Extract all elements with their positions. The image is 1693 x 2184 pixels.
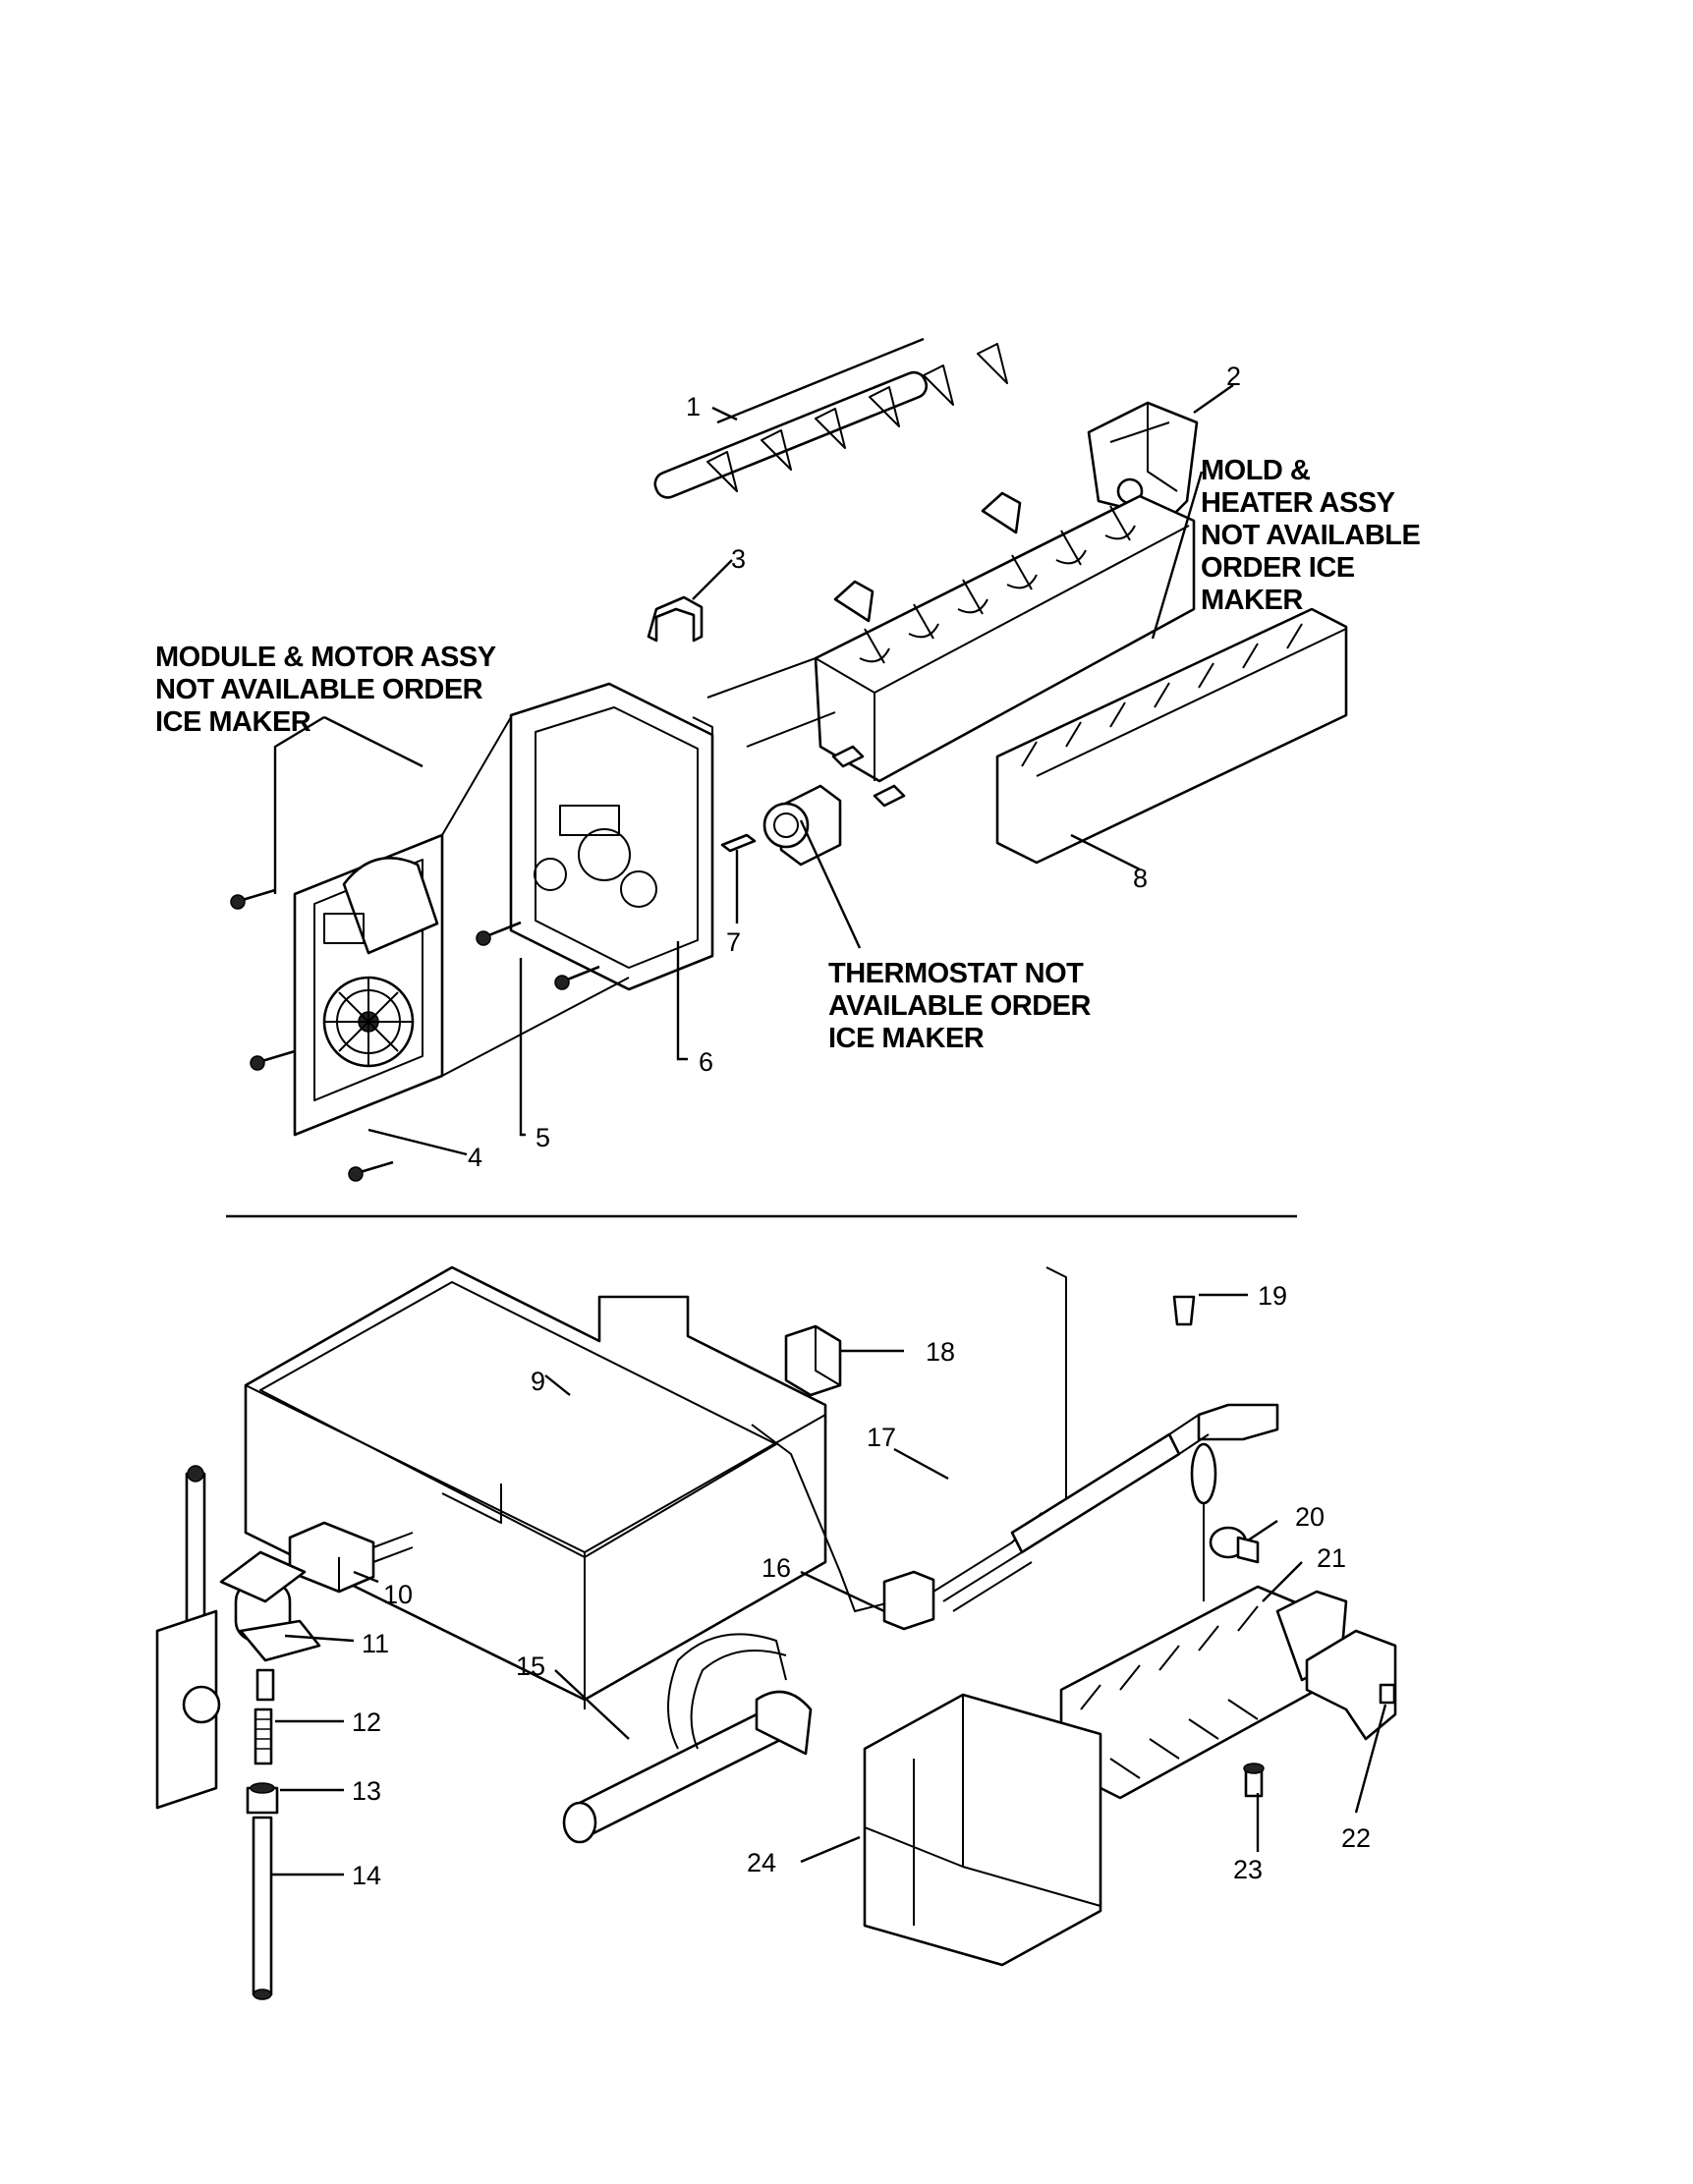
callout-4: 4 — [468, 1143, 482, 1172]
motor-plate-part — [293, 716, 630, 1137]
callout-16: 16 — [762, 1553, 791, 1583]
note-thermostat-line-3: ICE MAKER — [828, 1023, 985, 1054]
callout-14: 14 — [352, 1861, 381, 1890]
cover-part-24 — [863, 1693, 1102, 1967]
harness-part — [882, 1403, 1279, 1631]
note-mold-heater: MOLD & HEATER ASSY NOT AVAILABLE ORDER I… — [1201, 455, 1421, 616]
callout-3: 3 — [731, 544, 746, 574]
note-thermostat-line-1: THERMOSTAT NOT — [828, 958, 1084, 989]
note-module-line-1: MODULE & MOTOR ASSY — [155, 642, 496, 673]
callout-11: 11 — [362, 1629, 389, 1658]
fill-tube-part — [562, 1633, 813, 1844]
callout-13: 13 — [352, 1776, 381, 1806]
bushing-part — [720, 833, 757, 853]
screws-part-5 — [476, 921, 600, 990]
callout-15: 15 — [516, 1652, 545, 1681]
water-valve-part — [155, 1465, 321, 1810]
leader-lines-top — [273, 384, 1234, 1156]
callout-23: 23 — [1233, 1855, 1263, 1884]
strainer-part — [254, 1708, 273, 1765]
leader-lines-bottom — [270, 1293, 1387, 1876]
note-mold-line-2: HEATER ASSY — [1201, 487, 1395, 519]
note-mold-line-5: MAKER — [1201, 585, 1303, 616]
callout-8: 8 — [1133, 864, 1148, 893]
front-cover-part — [995, 607, 1348, 865]
callout-7: 7 — [726, 927, 741, 957]
thermostat-part — [762, 745, 906, 867]
callout-10: 10 — [383, 1580, 413, 1609]
wire-clip-part — [784, 1324, 842, 1397]
note-mold-line-3: NOT AVAILABLE — [1201, 520, 1420, 551]
ejector-shaft-part — [653, 337, 1008, 499]
callout-2: 2 — [1226, 362, 1241, 391]
callout-6: 6 — [699, 1047, 713, 1077]
sensor-part — [1209, 1526, 1260, 1564]
callout-24: 24 — [747, 1848, 776, 1877]
callout-9: 9 — [531, 1367, 545, 1396]
callout-19: 19 — [1258, 1281, 1287, 1311]
note-thermostat-line-2: AVAILABLE ORDER — [828, 990, 1091, 1022]
callout-5: 5 — [536, 1123, 550, 1152]
nut-part — [246, 1782, 279, 1815]
mold-body — [706, 491, 1196, 783]
note-mold-line-1: MOLD & — [1201, 455, 1311, 486]
screws-part-4 — [230, 888, 394, 1182]
note-mold-line-4: ORDER ICE — [1201, 552, 1355, 584]
module-housing-part — [509, 682, 714, 991]
callout-1: 1 — [686, 392, 701, 421]
note-module-motor: MODULE & MOTOR ASSY NOT AVAILABLE ORDER … — [155, 642, 496, 738]
callout-20: 20 — [1295, 1502, 1325, 1532]
callout-21: 21 — [1317, 1543, 1346, 1573]
note-module-line-3: ICE MAKER — [155, 706, 311, 738]
connector-part — [288, 1521, 414, 1594]
callout-18: 18 — [926, 1337, 955, 1367]
plug-part — [1172, 1295, 1196, 1326]
note-thermostat: THERMOSTAT NOT AVAILABLE ORDER ICE MAKER — [828, 958, 1092, 1054]
ice-bin-part — [244, 1265, 827, 1709]
tube-part — [252, 1816, 273, 2000]
note-module-line-2: NOT AVAILABLE ORDER — [155, 674, 483, 705]
callout-17: 17 — [867, 1423, 896, 1452]
clip-part — [647, 595, 704, 643]
callout-12: 12 — [352, 1708, 381, 1737]
callout-22: 22 — [1341, 1823, 1371, 1853]
screw-part-23 — [1243, 1763, 1265, 1798]
